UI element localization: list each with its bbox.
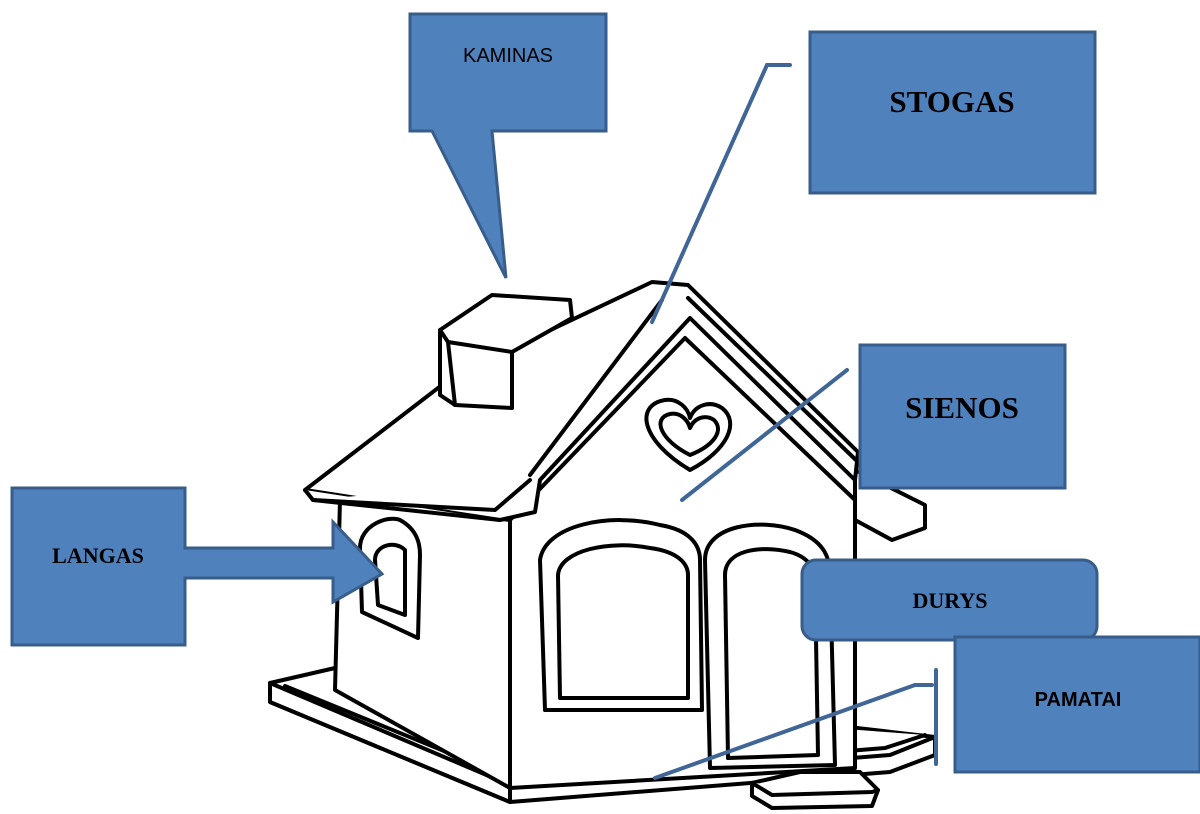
stogas-label: STOGAS	[889, 84, 1014, 119]
front-window	[540, 520, 702, 710]
kaminas-label: KAMINAS	[463, 45, 553, 67]
langas-label: LANGAS	[52, 543, 144, 568]
house-drawing	[270, 282, 935, 808]
sienos-label: SIENOS	[905, 390, 1019, 425]
door-step	[752, 772, 878, 808]
durys-label: DURYS	[912, 588, 987, 613]
pamatai-label: PAMATAI	[1035, 689, 1122, 711]
